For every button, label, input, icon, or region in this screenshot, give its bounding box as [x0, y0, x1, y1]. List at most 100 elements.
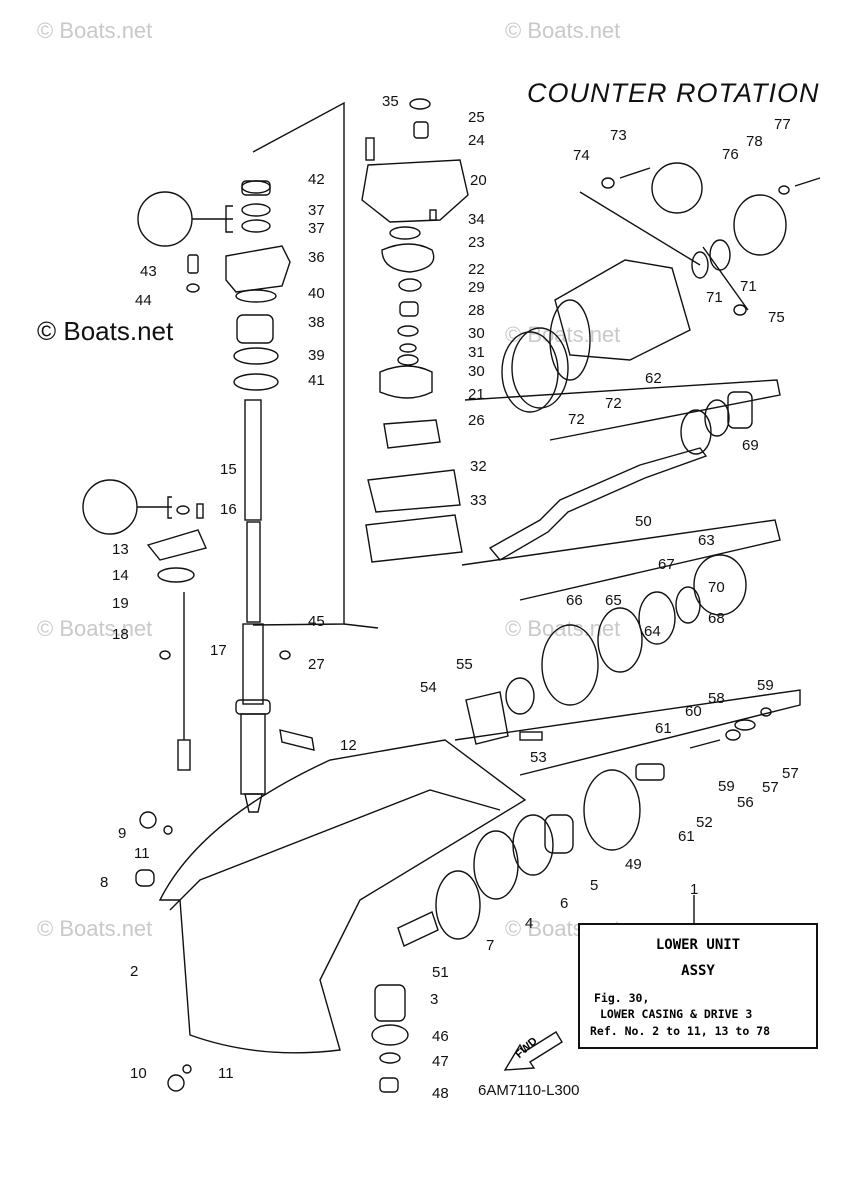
callout-14: 14 — [112, 567, 129, 584]
part-13 — [146, 529, 207, 561]
part-32 — [367, 469, 461, 513]
callout-61: 61 — [655, 720, 672, 737]
callout-19: 19 — [112, 595, 129, 612]
part-76 — [733, 194, 787, 256]
part-29 — [398, 278, 422, 292]
callout-73: 73 — [610, 127, 627, 144]
part-70 — [727, 391, 753, 429]
callout-39: 39 — [308, 347, 325, 364]
part-57 — [725, 729, 741, 741]
part-30b — [397, 354, 419, 366]
callout-29: 29 — [468, 279, 485, 296]
part-53 — [519, 731, 543, 741]
callout-13: 13 — [112, 541, 129, 558]
housing-face — [549, 299, 591, 381]
part-20 — [361, 159, 469, 223]
callout-27: 27 — [308, 656, 325, 673]
part-50 — [488, 447, 708, 561]
part-36 — [225, 245, 291, 293]
part-75 — [733, 304, 747, 316]
callout-25: 25 — [468, 109, 485, 126]
part-28 — [399, 301, 419, 317]
callout-18: 18 — [112, 626, 129, 643]
callout-59: 59 — [718, 778, 735, 795]
callout-37: 37 — [308, 202, 325, 219]
callout-63: 63 — [698, 532, 715, 549]
callout-51: 51 — [432, 964, 449, 981]
part-3 — [374, 984, 406, 1022]
part-47 — [379, 1052, 401, 1064]
part-35 — [365, 137, 375, 161]
callout-11: 11 — [218, 1065, 234, 1082]
info-line-1: LOWER UNIT — [655, 937, 741, 953]
drawing-code: 6AM7110-L300 — [478, 1082, 580, 1099]
callout-42: 42 — [308, 171, 325, 188]
callout-33: 33 — [470, 492, 487, 509]
callout-37: 37 — [308, 220, 325, 237]
inset-detail-3 — [651, 162, 703, 214]
part-10 — [167, 1074, 185, 1092]
callout-40: 40 — [308, 285, 325, 302]
part-66 — [704, 399, 730, 437]
shaft-collar — [235, 699, 271, 715]
callout-72: 72 — [605, 395, 622, 412]
part-52 — [635, 763, 665, 781]
part-65 — [680, 409, 712, 455]
callout-52: 52 — [696, 814, 713, 831]
callout-71: 71 — [706, 289, 723, 306]
part-9 — [139, 811, 157, 829]
callout-28: 28 — [468, 302, 485, 319]
callout-30: 30 — [468, 363, 485, 380]
callout-67: 67 — [658, 556, 675, 573]
part-18 — [159, 650, 171, 660]
callout-47: 47 — [432, 1053, 449, 1070]
callout-4: 4 — [525, 915, 534, 932]
bracket-frame — [461, 519, 781, 601]
part-31 — [399, 343, 417, 353]
callout-70: 70 — [708, 579, 725, 596]
callout-41: 41 — [308, 372, 325, 389]
part-49 — [583, 769, 641, 851]
part-43 — [187, 254, 199, 274]
drive-shaft-lower — [242, 623, 264, 705]
part-6 — [512, 814, 554, 876]
callout-61: 61 — [678, 828, 695, 845]
callout-75: 75 — [768, 309, 785, 326]
bracket-frame — [454, 689, 801, 776]
part-73 — [619, 167, 651, 179]
callout-26: 26 — [468, 412, 485, 429]
watermark: © Boats.net — [505, 616, 621, 641]
part-64 — [541, 624, 599, 706]
callout-30: 30 — [468, 325, 485, 342]
part-33 — [365, 514, 463, 563]
callout-9: 9 — [118, 825, 127, 842]
callout-58: 58 — [708, 690, 725, 707]
bracket-frame — [343, 623, 379, 629]
callout-68: 68 — [708, 610, 725, 627]
part-69 — [675, 586, 701, 624]
part-21 — [379, 365, 433, 399]
shift-rod-end — [177, 739, 191, 771]
callout-64: 64 — [644, 623, 661, 640]
callout-12: 12 — [340, 737, 357, 754]
bracket-frame — [252, 101, 345, 626]
callout-38: 38 — [308, 314, 325, 331]
drive-shaft-mid — [246, 521, 261, 623]
shaft-tip — [244, 793, 263, 813]
part-11 — [163, 825, 173, 835]
info-box: LOWER UNIT ASSY Fig. 30, LOWER CASING & … — [578, 923, 818, 1049]
part-67 — [638, 591, 676, 645]
callout-24: 24 — [468, 132, 485, 149]
part-54 — [465, 691, 509, 745]
part-37 — [241, 203, 271, 217]
callout-66: 66 — [566, 592, 583, 609]
callout-72: 72 — [568, 411, 585, 428]
watermark: © Boats.net — [37, 316, 174, 346]
callout-3: 3 — [430, 991, 439, 1008]
drive-shaft-upper — [244, 399, 262, 521]
callout-60: 60 — [685, 703, 702, 720]
part-23 — [389, 226, 421, 240]
part-62 — [554, 259, 691, 361]
callout-53: 53 — [530, 749, 547, 766]
